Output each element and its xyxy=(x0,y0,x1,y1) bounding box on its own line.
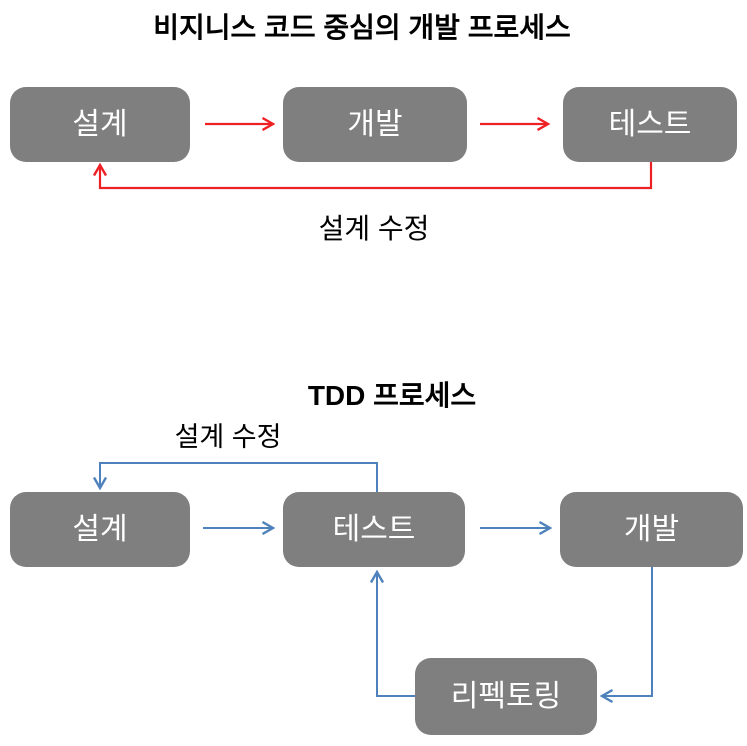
arrow-top-feedback-test-to-design xyxy=(92,161,653,190)
top-node-development: 개발 xyxy=(283,87,467,162)
bottom-node-design: 설계 xyxy=(10,492,190,567)
bottom-node-development: 개발 xyxy=(560,492,743,567)
top-node-test: 테스트 xyxy=(563,87,737,162)
arrow-bottom-refactor-to-test xyxy=(369,569,415,697)
bottom-node-test: 테스트 xyxy=(283,492,465,567)
top-node-design: 설계 xyxy=(10,87,190,162)
top-diagram-title: 비지니스 코드 중심의 개발 프로세스 xyxy=(153,12,571,43)
bottom-feedback-label: 설계 수정 xyxy=(174,422,282,452)
arrow-bottom-feedback-test-to-design xyxy=(92,462,378,492)
arrow-bottom-dev-to-refactor xyxy=(599,567,653,704)
bottom-diagram-title: TDD 프로세스 xyxy=(307,380,477,411)
top-feedback-label: 설계 수정 xyxy=(318,213,430,244)
bottom-node-refactoring: 리펙토링 xyxy=(415,658,597,735)
